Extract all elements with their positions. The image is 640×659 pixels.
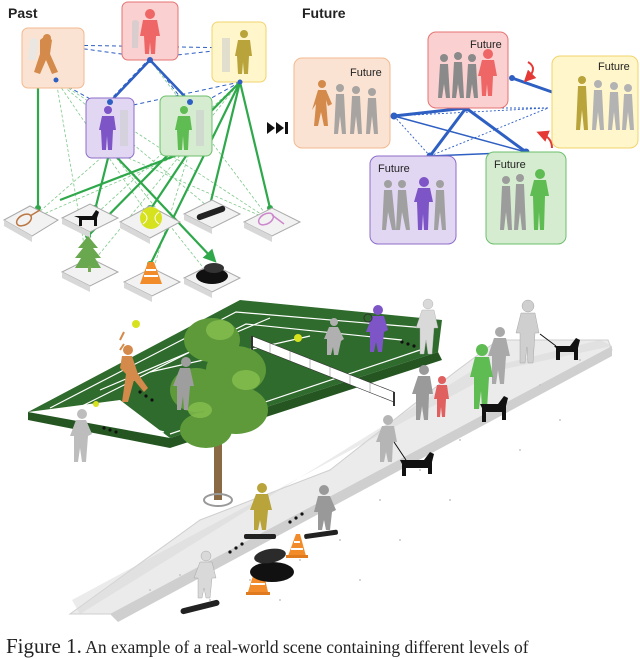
walker-red xyxy=(434,376,449,417)
figure-caption: Figure 1. An example of a real-world sce… xyxy=(6,634,640,659)
caption-separator: . xyxy=(76,634,82,658)
player-gray-1 xyxy=(173,357,194,410)
walker-gray-3 xyxy=(488,327,510,384)
object-tile-ball xyxy=(118,205,182,244)
walker-white-2 xyxy=(515,299,540,364)
past-junction-dots xyxy=(53,57,243,105)
svg-text:Future: Future xyxy=(470,39,502,51)
caption-label: Figure 1 xyxy=(6,634,77,658)
past-node-purple xyxy=(85,97,135,159)
dog-1 xyxy=(539,333,580,360)
scene-3d xyxy=(28,298,613,622)
figure-illustration: Past xyxy=(2,1,639,622)
prediction-arrow-2 xyxy=(536,130,553,149)
object-tile-manhole xyxy=(182,263,242,298)
walker-white-1 xyxy=(415,298,439,355)
object-tile-cone xyxy=(122,262,182,302)
future-strong-edges xyxy=(393,76,553,157)
prediction-arrow-1 xyxy=(523,61,537,83)
dog-3 xyxy=(393,441,434,476)
tennis-ball-3 xyxy=(93,401,99,407)
skater-white xyxy=(180,550,220,615)
svg-text:Future: Future xyxy=(494,159,526,171)
dog-2 xyxy=(480,396,508,422)
object-tile-racket-1 xyxy=(2,205,60,242)
future-node-green: Future xyxy=(485,151,567,245)
motion-trails xyxy=(102,340,416,554)
future-node-red: Future xyxy=(427,31,509,109)
future-graph: Future xyxy=(293,5,639,245)
future-node-yellow: Future xyxy=(551,55,639,149)
fast-forward-icon xyxy=(267,122,288,134)
past-graph: Past xyxy=(2,1,302,302)
past-node-green xyxy=(159,95,213,157)
past-label: Past xyxy=(8,5,38,21)
walker-green xyxy=(470,344,493,409)
svg-text:Future: Future xyxy=(378,163,410,175)
past-node-red xyxy=(121,1,179,61)
object-tile-dog xyxy=(60,203,120,238)
svg-text:Future: Future xyxy=(598,61,630,73)
future-label: Future xyxy=(302,5,346,21)
tennis-net xyxy=(251,335,395,406)
object-tile-racket-2 xyxy=(242,207,302,242)
past-node-yellow xyxy=(211,21,267,83)
tennis-ball-2 xyxy=(294,334,302,342)
player-gray-2 xyxy=(70,409,92,462)
player-orange xyxy=(119,331,148,402)
future-node-peach: Future xyxy=(293,57,391,149)
svg-text:Future: Future xyxy=(350,67,382,79)
tree xyxy=(170,318,268,507)
cone-1 xyxy=(286,534,308,558)
manhole xyxy=(250,548,294,582)
tennis-ball-1 xyxy=(132,320,140,328)
walker-gray-4 xyxy=(412,365,433,420)
future-node-purple: Future xyxy=(369,155,457,245)
past-strong-object-edges xyxy=(36,80,272,266)
skater-yellow xyxy=(244,483,276,539)
walker-gray-5 xyxy=(376,415,397,462)
object-tile-tree xyxy=(60,236,120,292)
past-node-peach xyxy=(21,27,85,89)
skater-gray xyxy=(304,485,338,539)
player-gray-3 xyxy=(324,318,344,355)
player-purple xyxy=(363,305,388,352)
past-strong-edges xyxy=(109,59,191,103)
caption-text: An example of a real-world scene contain… xyxy=(81,637,529,657)
object-tile-skateboard xyxy=(182,199,242,234)
